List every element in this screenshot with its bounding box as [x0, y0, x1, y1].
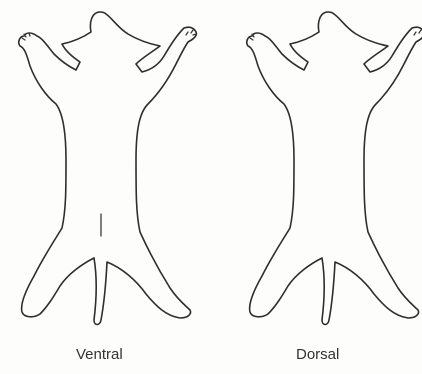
- ventral-pelt-outline: [19, 12, 197, 325]
- dorsal-caption: Dorsal: [296, 346, 339, 363]
- dorsal-figure: [247, 12, 422, 325]
- dorsal-right-paw-detail: [414, 30, 421, 35]
- dorsal-pelt-outline: [247, 12, 422, 325]
- ventral-caption: Ventral: [76, 346, 123, 363]
- ventral-figure: [19, 12, 197, 325]
